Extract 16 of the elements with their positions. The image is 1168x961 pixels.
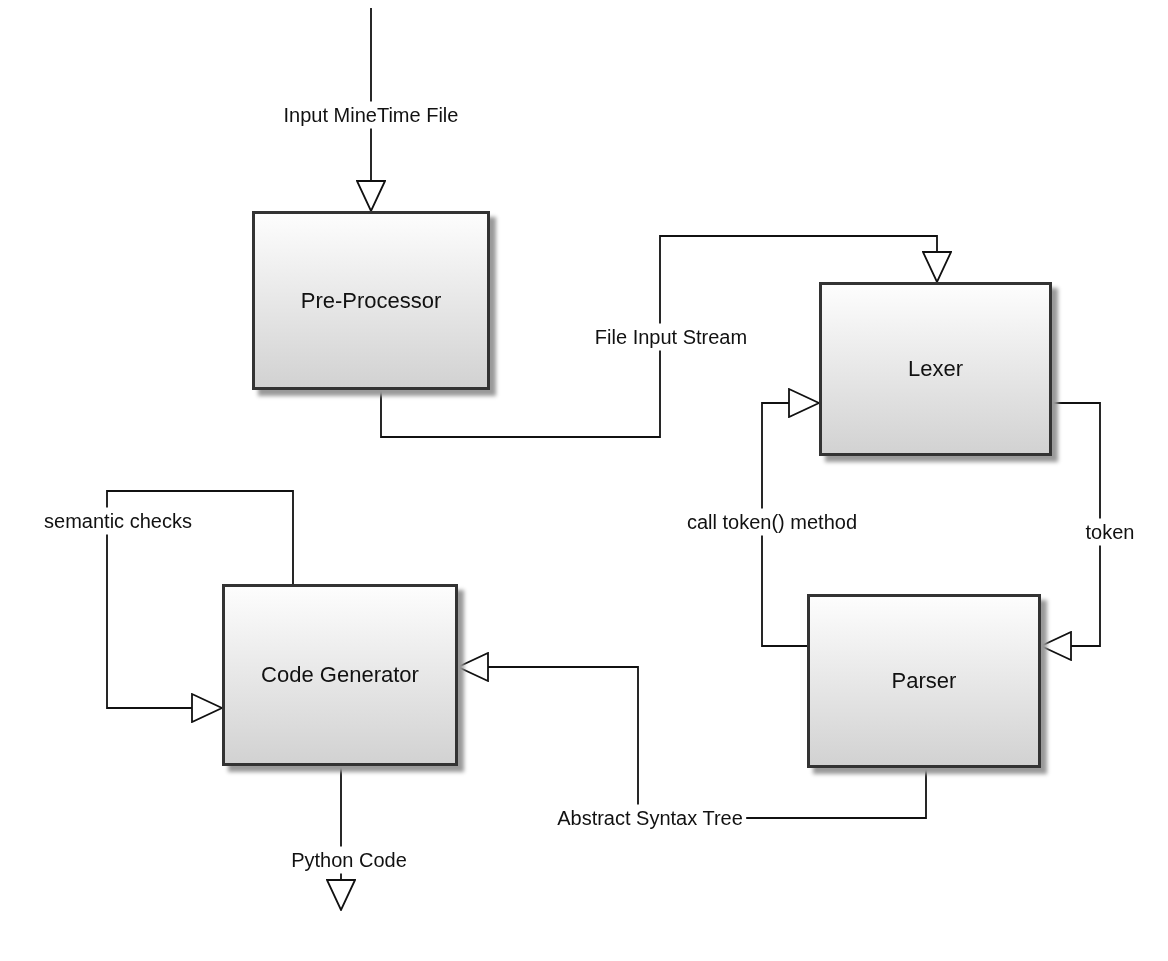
arrow (106, 490, 294, 723)
arrow (761, 388, 820, 647)
arrow (326, 765, 356, 911)
arrow (380, 235, 952, 438)
edge-label: Abstract Syntax Tree (554, 804, 746, 832)
box-label: Lexer (907, 356, 963, 382)
arrow (356, 7, 386, 212)
process-box (807, 594, 1041, 768)
box-label: Code Generator (261, 662, 419, 688)
box-label: Pre-Processor (300, 287, 442, 314)
process-box (252, 211, 490, 390)
process-box (222, 584, 458, 766)
box-label: Parser (891, 668, 957, 694)
edge-label: semantic checks (41, 507, 195, 535)
arrow (1040, 402, 1101, 661)
process-box (819, 282, 1052, 456)
